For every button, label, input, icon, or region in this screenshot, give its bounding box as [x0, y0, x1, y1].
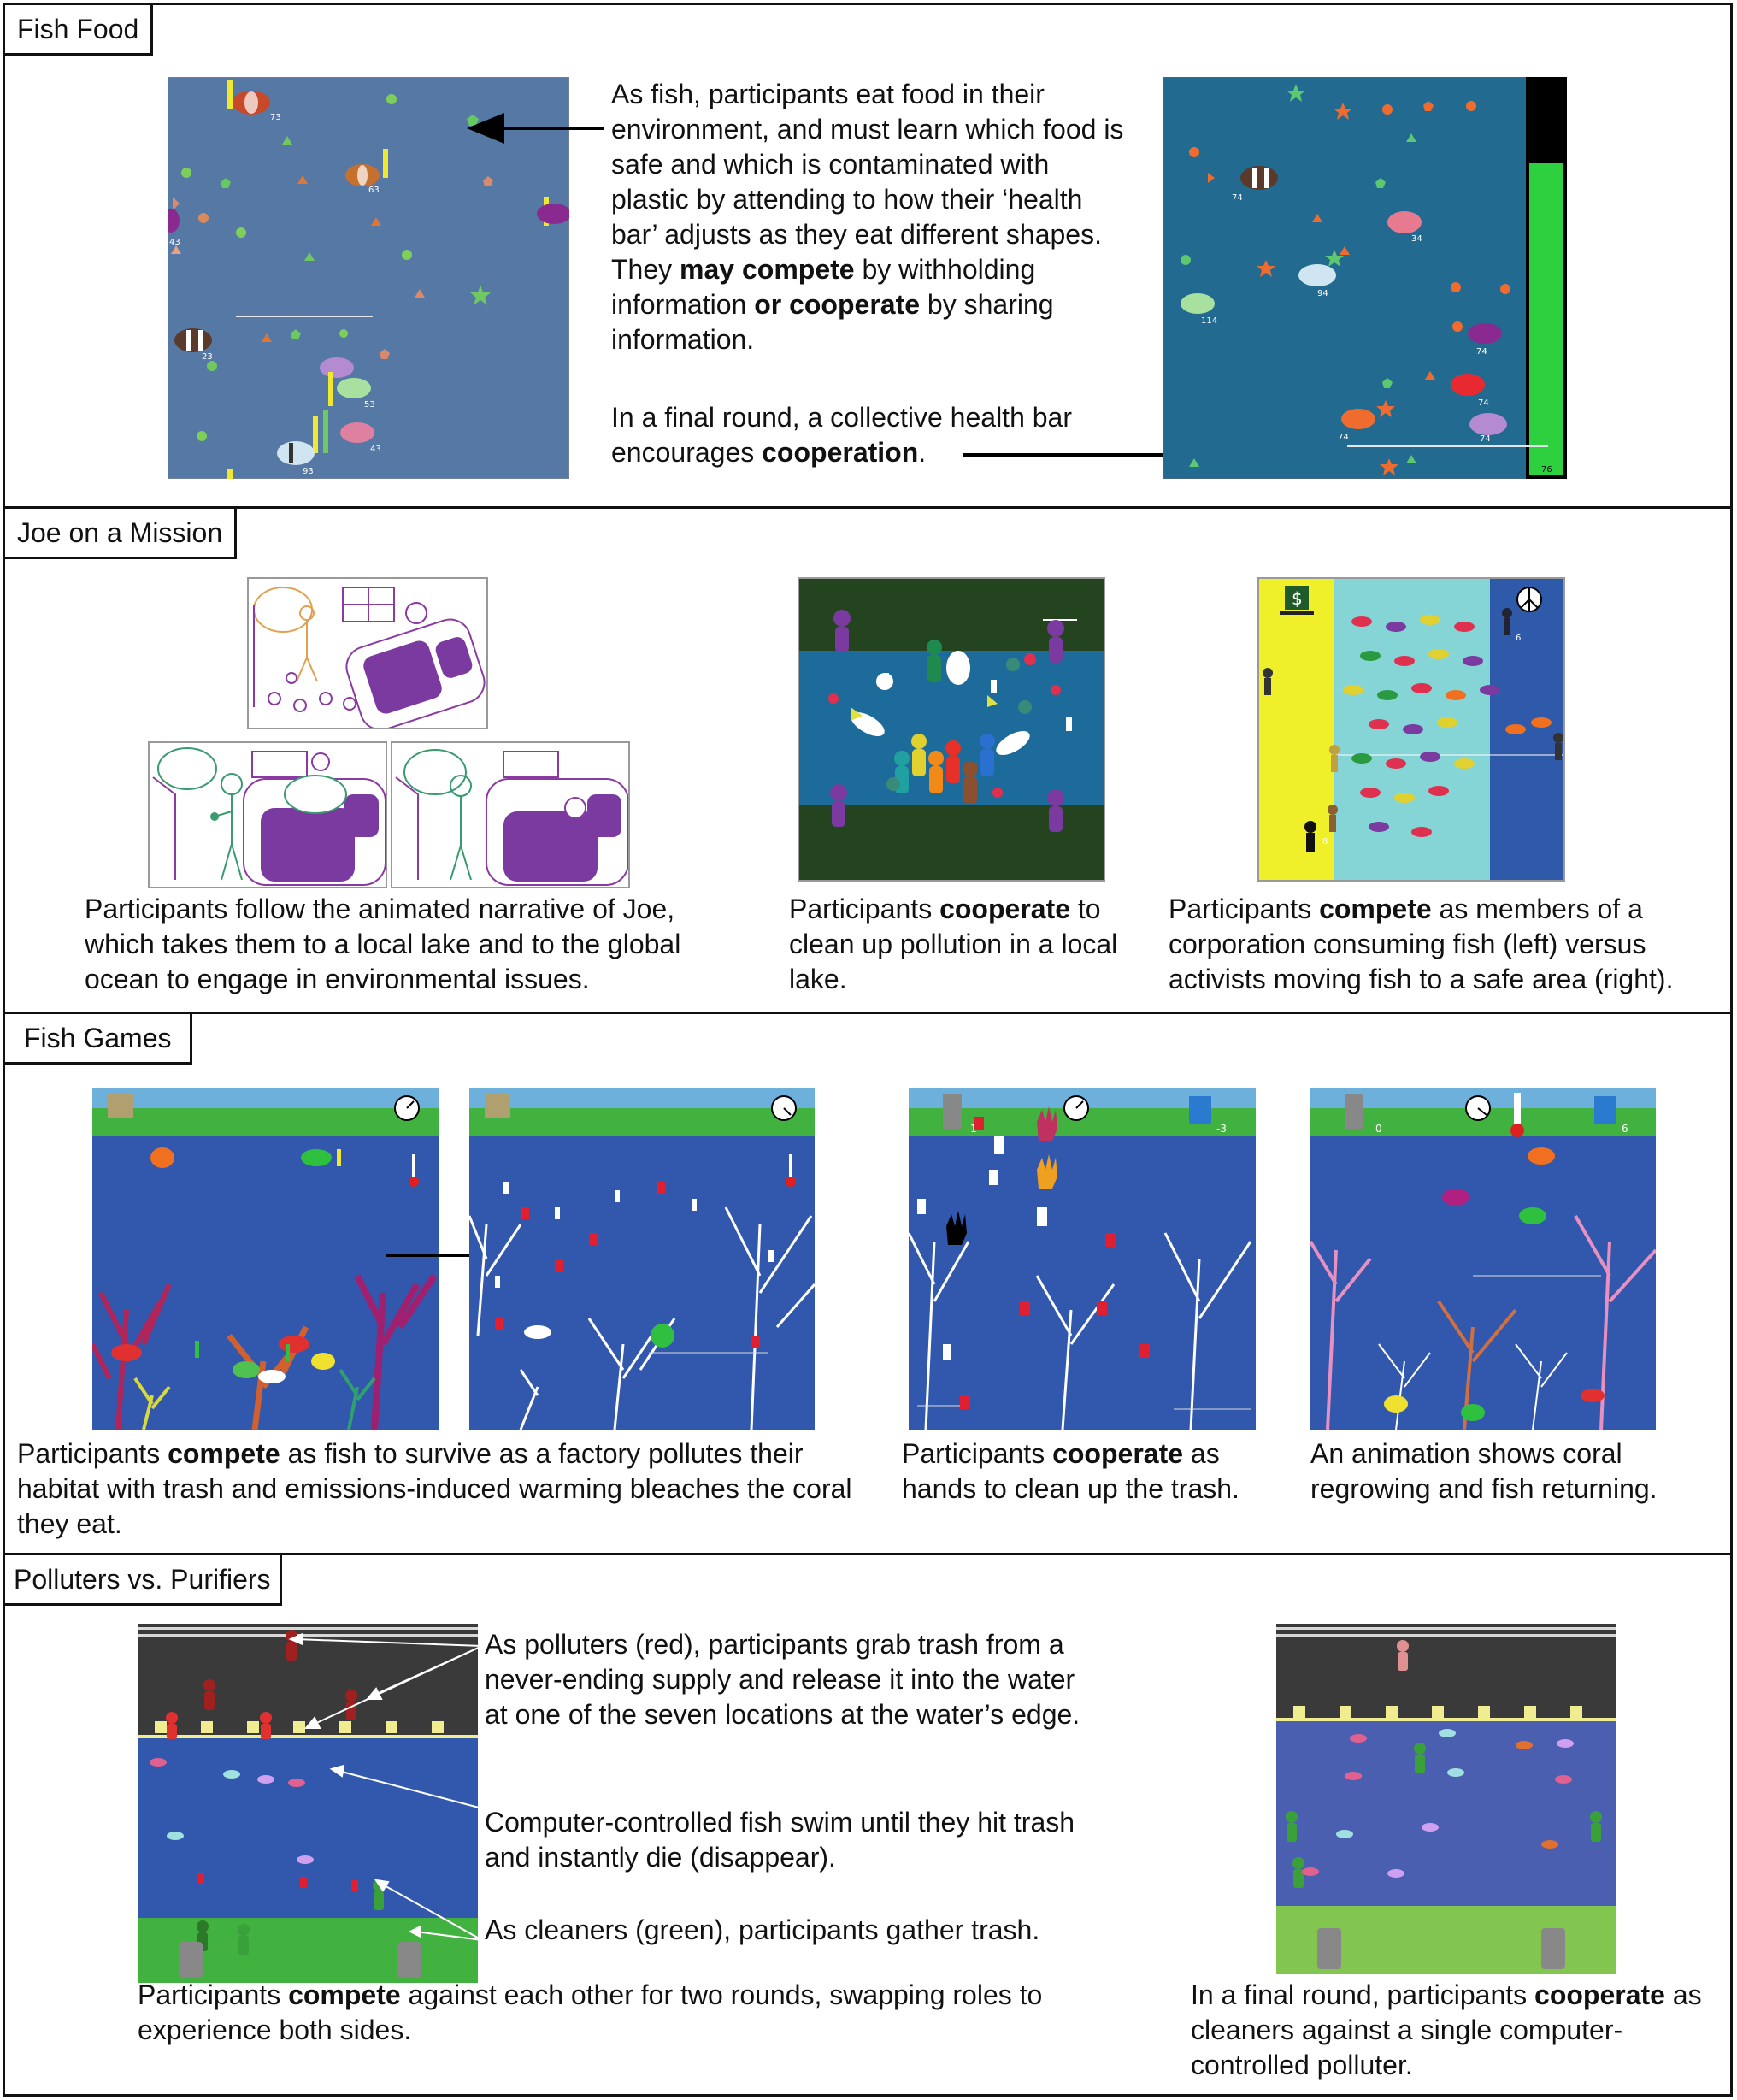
fish-label: 93 [303, 467, 314, 476]
recycle-bin-icon [1189, 1096, 1211, 1124]
ppp-polluters-note: As polluters (red), participants grab tr… [485, 1629, 1080, 1730]
school-of-fish [1343, 615, 1552, 837]
fish-label: 74 [1232, 193, 1243, 203]
fish-label: 34 [1411, 234, 1422, 244]
fish-label: 74 [1476, 347, 1487, 357]
fish-games-compete-screenshot-after [469, 1088, 815, 1430]
fish-food-game-screenshot-collective: 76 [1163, 77, 1567, 479]
fish [1181, 166, 1507, 435]
fish [111, 1147, 341, 1383]
ppp-cleaners-note: As cleaners (green), participants gather… [485, 1914, 1040, 1945]
fish-games-regrowth-text: An animation shows coral regrowing and f… [1310, 1438, 1658, 1504]
fish-label: 43 [370, 445, 381, 454]
fish-label: 74 [1338, 433, 1349, 442]
trash-can-icon [1317, 1928, 1565, 1969]
trash-count: 1 [970, 1123, 977, 1135]
ppp-compete-screenshot [138, 1624, 478, 1983]
section-joe-on-a-mission: Joe on a Mission [3, 506, 1733, 1014]
fish-label: 73 [270, 113, 281, 122]
fish-label: 114 [1201, 316, 1217, 326]
fish [1302, 1729, 1574, 1878]
cleaner-players [1286, 1743, 1602, 1888]
fish-label: 53 [364, 400, 375, 410]
fish-food-scene-right: 76 [1163, 77, 1567, 479]
trash-bin-icon [943, 1094, 962, 1129]
thermometer-icon [1514, 1093, 1521, 1127]
fish-games-compete-text: Participants compete as fish to survive … [17, 1438, 852, 1539]
corp-count: 8 [1322, 837, 1328, 846]
thermometer-icon [412, 1154, 415, 1178]
joe-lake-cleanup-text: Participants cooperate to clean up pollu… [789, 894, 1118, 994]
fish-label: 94 [1317, 289, 1328, 298]
fish-label: 63 [368, 186, 380, 195]
corporation-icon: $ [1280, 586, 1314, 615]
ppp-cooperate-screenshot [1276, 1624, 1616, 1974]
recycle-count: -3 [1216, 1123, 1227, 1135]
joe-comic-panel-1 [247, 577, 488, 729]
peace-icon [1516, 587, 1542, 612]
fish-games-compete-screenshot-before [92, 1088, 439, 1430]
fish [150, 1758, 314, 1864]
recycle-count: 6 [1622, 1123, 1628, 1135]
food-shapes [1181, 84, 1510, 475]
section-title-fish-food: Fish Food [3, 3, 154, 56]
thermometer-icon [789, 1154, 792, 1178]
fish-label: 74 [1480, 434, 1491, 444]
fish-food-game-screenshot-individual: 73 63 43 23 53 43 93 [168, 77, 569, 479]
fish-games-cooperate-text: Participants cooperate as hands to clean… [902, 1438, 1239, 1504]
collective-health-bar [1529, 163, 1563, 475]
fish-with-health-bars [168, 80, 569, 479]
food-shapes [171, 94, 493, 441]
collective-health-value: 76 [1541, 465, 1552, 475]
ppp-compete-text: Participants compete against each other … [138, 1979, 1043, 2045]
trash-count: 0 [1375, 1123, 1382, 1135]
section-fish-games: Fish Games [3, 1012, 1733, 1555]
recycle-bin-icon [1594, 1096, 1616, 1124]
joe-corporation-vs-activists-screenshot: $ 6 8 [1257, 577, 1565, 882]
joe-narrative-text: Participants follow the animated narrati… [85, 894, 681, 994]
hand-cursors [946, 1106, 1057, 1245]
fish-food-final-round-text: In a final round, a collective health ba… [611, 402, 1072, 468]
section-polluters-vs-purifiers: Polluters vs. Purifiers [3, 1553, 1733, 2097]
section-title-joe: Joe on a Mission [3, 506, 238, 559]
computer-polluter [1397, 1640, 1409, 1652]
cleanup-players [894, 640, 995, 804]
joe-comic-panel-3 [391, 741, 630, 888]
fish-label: 43 [169, 238, 180, 247]
fish-food-description: As fish, participants eat food in their … [611, 79, 1124, 355]
ppp-fish-note: Computer-controlled fish swim until they… [485, 1807, 1075, 1873]
fish-food-scene-left: 73 63 43 23 53 43 93 [168, 77, 569, 479]
trash-bin-icon [1345, 1094, 1363, 1129]
polluter-players [166, 1630, 357, 1739]
svg-text:$: $ [1292, 588, 1303, 609]
fish-games-cooperate-screenshot: 1 -3 [909, 1088, 1256, 1430]
joe-lake-cleanup-screenshot [798, 577, 1105, 882]
ppp-cooperate-text: In a final round, participants cooperate… [1191, 1979, 1702, 2080]
joe-corporation-text: Participants compete as members of a cor… [1169, 894, 1674, 994]
ppp-annotation-arrows [288, 1632, 483, 1941]
section-fish-food: Fish Food [3, 3, 1733, 509]
trash-can-icon [179, 1942, 421, 1978]
joe-comic-panel-2 [148, 741, 387, 888]
fish-label: 23 [202, 352, 213, 362]
fish [1384, 1147, 1605, 1421]
section-title-polluters: Polluters vs. Purifiers [3, 1553, 282, 1606]
section-title-fish-games: Fish Games [3, 1012, 193, 1065]
fish-games-regrowth-screenshot: 0 6 [1310, 1088, 1656, 1430]
arrow-to-individual-game [467, 113, 604, 144]
activist-count: 6 [1516, 634, 1521, 643]
fish-label: 74 [1478, 398, 1489, 408]
